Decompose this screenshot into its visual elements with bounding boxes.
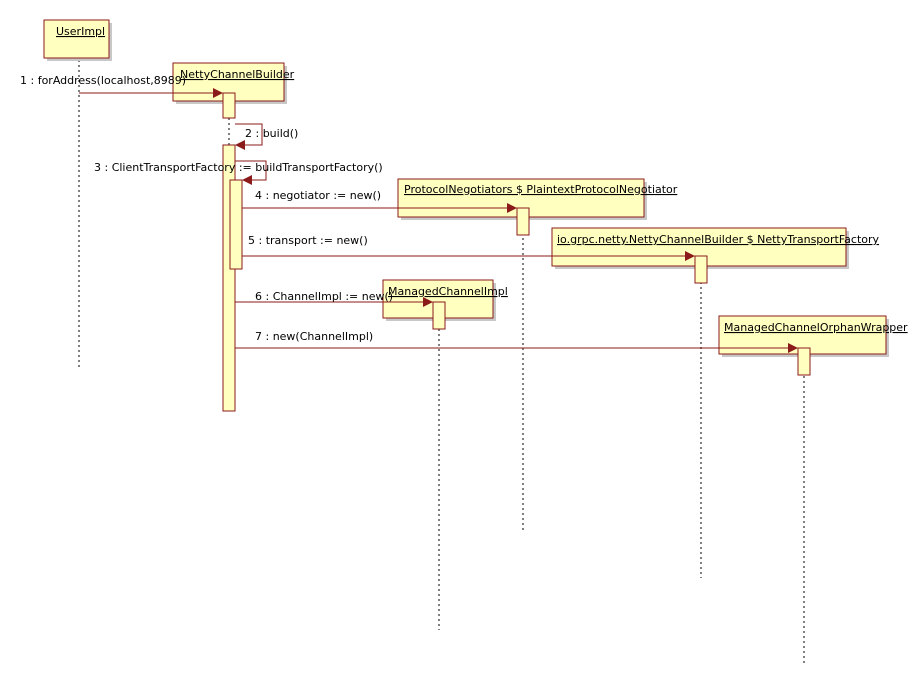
message-1[interactable]: 1 : forAddress(localhost,8989): [20, 74, 223, 98]
message-6[interactable]: 6 : ChannelImpl := new(): [235, 290, 433, 307]
object-nettytransportfactory-label: io.grpc.netty.NettyChannelBuilder $ Nett…: [557, 233, 880, 246]
message-7-label: 7 : new(ChannelImpl): [255, 330, 373, 343]
activation-negotiator: [516, 207, 530, 236]
activation-managedchannelimpl: [432, 301, 446, 330]
message-7[interactable]: 7 : new(ChannelImpl): [235, 330, 798, 353]
object-nettychannelbuilder-label: NettyChannelBuilder: [180, 68, 295, 81]
activation-wrapper: [797, 347, 811, 376]
message-3[interactable]: 3 : ClientTransportFactory := buildTrans…: [94, 160, 383, 185]
message-1-label: 1 : forAddress(localhost,8989): [20, 74, 186, 87]
message-5-label: 5 : transport := new(): [248, 234, 368, 247]
object-managedchannelorphanwrapper[interactable]: ManagedChannelOrphanWrapper: [718, 315, 908, 357]
activation-builder-1: [222, 92, 236, 119]
message-2-label: 2 : build(): [245, 127, 298, 140]
object-managedchannelimpl-label: ManagedChannelImpl: [388, 285, 508, 298]
message-4[interactable]: 4 : negotiator := new(): [242, 189, 517, 213]
activation-builder-nested: [229, 179, 243, 270]
message-6-label: 6 : ChannelImpl := new(): [255, 290, 393, 303]
object-userimpl[interactable]: UserImpl: [43, 19, 112, 61]
activation-factory: [694, 255, 708, 284]
message-3-label: 3 : ClientTransportFactory := buildTrans…: [94, 161, 383, 174]
message-5[interactable]: 5 : transport := new(): [242, 234, 695, 261]
object-userimpl-label: UserImpl: [56, 25, 105, 38]
object-protocolnegotiator-label: ProtocolNegotiators $ PlaintextProtocolN…: [404, 183, 678, 196]
object-nettytransportfactory[interactable]: io.grpc.netty.NettyChannelBuilder $ Nett…: [551, 227, 880, 269]
message-4-label: 4 : negotiator := new(): [255, 189, 381, 202]
object-protocolnegotiator[interactable]: ProtocolNegotiators $ PlaintextProtocolN…: [397, 178, 678, 220]
object-managedchannelorphanwrapper-label: ManagedChannelOrphanWrapper: [724, 321, 908, 334]
message-2[interactable]: 2 : build(): [235, 123, 298, 150]
